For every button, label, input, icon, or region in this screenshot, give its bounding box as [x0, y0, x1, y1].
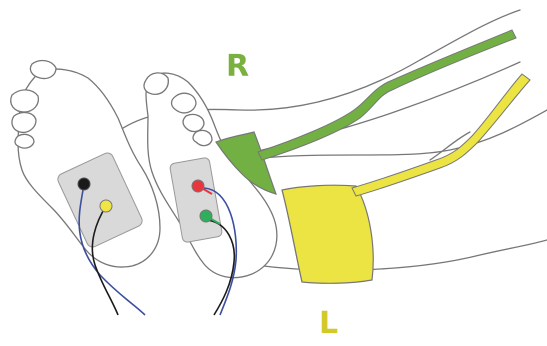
black-electrode: [78, 178, 90, 190]
left-side-label: L: [319, 309, 338, 339]
green-electrode: [200, 210, 212, 222]
red-electrode: [192, 180, 204, 192]
yellow-electrode: [100, 200, 112, 212]
right-side-label: R: [226, 52, 249, 82]
